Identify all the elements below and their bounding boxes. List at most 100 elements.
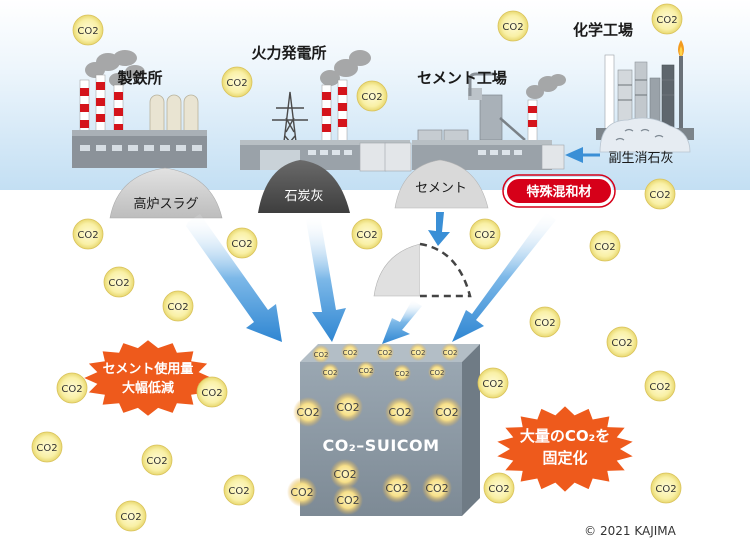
callout-fix-line2: 固定化	[542, 449, 587, 467]
co2-bubble-label: CO2	[482, 379, 503, 390]
cement-smoke	[526, 74, 566, 99]
co2-bubble-label: CO2	[474, 230, 495, 241]
block-side-face	[462, 344, 480, 516]
copyright-text: © 2021 KAJIMA	[584, 524, 676, 538]
block-co2-mark-label: CO2	[443, 349, 458, 357]
co2-bubble: CO2	[650, 472, 682, 504]
arrow-from-blend	[382, 300, 422, 344]
special-admixture-badge	[505, 177, 613, 205]
co2-bubble: CO2	[72, 218, 104, 250]
block-co2-mark: CO2	[341, 343, 359, 361]
co2-bubble-label: CO2	[36, 443, 57, 454]
block-co2-mark: CO2	[312, 345, 330, 363]
co2-bubble: CO2	[644, 370, 676, 402]
block-title: CO₂–SUICOM	[322, 436, 439, 455]
block-co2-mark-label: CO2	[336, 401, 359, 414]
steel-mill-illustration	[72, 50, 207, 168]
co2-bubble-label: CO2	[649, 382, 670, 393]
callout-reduce-line2: 大幅低減	[122, 380, 174, 396]
label-cement-plant: セメント工場	[417, 69, 507, 87]
co2-bubble-label: CO2	[534, 318, 555, 329]
co2-bubble-label: CO2	[77, 26, 98, 37]
block-co2-mark: CO2	[422, 473, 452, 503]
callout-fix-line1: 大量のCO₂を	[520, 427, 610, 445]
block-co2-mark: CO2	[382, 473, 412, 503]
co2-bubble: CO2	[103, 266, 135, 298]
co2-bubble: CO2	[351, 218, 383, 250]
label-special-admixture: 特殊混和材	[526, 184, 591, 200]
co2-bubble: CO2	[162, 290, 194, 322]
block-co2-mark: CO2	[441, 343, 459, 361]
block-co2-mark-label: CO2	[336, 494, 359, 507]
co2-bubble: CO2	[469, 218, 501, 250]
block-co2-mark-label: CO2	[395, 370, 410, 378]
block-co2-mark-label: CO2	[388, 406, 411, 419]
co2-bubble: CO2	[497, 10, 529, 42]
co2-bubble: CO2	[141, 444, 173, 476]
co2-bubble-label: CO2	[649, 190, 670, 201]
co2-bubble: CO2	[356, 80, 388, 112]
blended-pile	[373, 242, 472, 298]
co2-bubble-label: CO2	[146, 456, 167, 467]
block-co2-mark: CO2	[432, 397, 462, 427]
co2-bubble-label: CO2	[361, 92, 382, 103]
arrow-from-slag	[186, 214, 282, 342]
co2-bubble: CO2	[221, 66, 253, 98]
label-chemical-plant: 化学工場	[573, 21, 633, 39]
block-co2-mark-label: CO2	[359, 367, 374, 375]
co2-bubble-label: CO2	[201, 388, 222, 399]
slag-pile	[109, 167, 223, 219]
co2-bubble: CO2	[589, 230, 621, 262]
co2-bubble: CO2	[31, 431, 63, 463]
arrow-cement-to-blend	[428, 212, 450, 246]
block-co2-mark: CO2	[293, 397, 323, 427]
co2-bubble-label: CO2	[231, 239, 252, 250]
co2-bubble: CO2	[56, 372, 88, 404]
block-co2-mark-label: CO2	[343, 349, 358, 357]
block-co2-mark-label: CO2	[323, 369, 338, 377]
co2-bubble: CO2	[72, 14, 104, 46]
co2-bubble-label: CO2	[226, 78, 247, 89]
co2-bubble: CO2	[196, 376, 228, 408]
chemical-plant-illustration	[596, 40, 694, 153]
co2-bubble: CO2	[606, 326, 638, 358]
co2-bubble-label: CO2	[655, 484, 676, 495]
byproduct-pile	[599, 117, 691, 153]
co2-bubble: CO2	[529, 306, 561, 338]
callout-reduce-line1: セメント使用量	[103, 361, 194, 377]
co2-bubble: CO2	[477, 367, 509, 399]
block-co2-mark: CO2	[428, 363, 446, 381]
co2-bubble: CO2	[223, 474, 255, 506]
label-slag: 高炉スラグ	[133, 196, 198, 212]
co2-bubble: CO2	[226, 227, 258, 259]
co2-bubble: CO2	[483, 472, 515, 504]
block-co2-mark-label: CO2	[296, 406, 319, 419]
block-co2-mark: CO2	[321, 363, 339, 381]
block-co2-mark-label: CO2	[411, 349, 426, 357]
block-co2-mark-label: CO2	[378, 349, 393, 357]
label-coal-ash: 石炭灰	[284, 189, 323, 204]
cement-pile	[394, 159, 489, 209]
co2-bubble: CO2	[651, 3, 683, 35]
co2-bubble-label: CO2	[488, 484, 509, 495]
co2-bubble-label: CO2	[594, 242, 615, 253]
block-co2-mark: CO2	[357, 361, 375, 379]
co2-bubble: CO2	[644, 178, 676, 210]
block-co2-mark-label: CO2	[314, 351, 329, 359]
block-co2-mark: CO2	[376, 343, 394, 361]
flow-arrows	[186, 212, 556, 344]
steel-smoke	[85, 50, 145, 87]
power-plant-illustration	[240, 50, 412, 172]
co2-bubble-label: CO2	[656, 15, 677, 26]
block-co2-mark: CO2	[393, 364, 411, 382]
power-smoke	[320, 50, 371, 86]
label-steel-mill: 製鉄所	[116, 69, 162, 87]
byproduct-arrow-head	[565, 147, 583, 163]
co2-bubble-label: CO2	[228, 486, 249, 497]
label-power-plant: 火力発電所	[251, 44, 326, 62]
block-co2-mark: CO2	[330, 459, 360, 489]
